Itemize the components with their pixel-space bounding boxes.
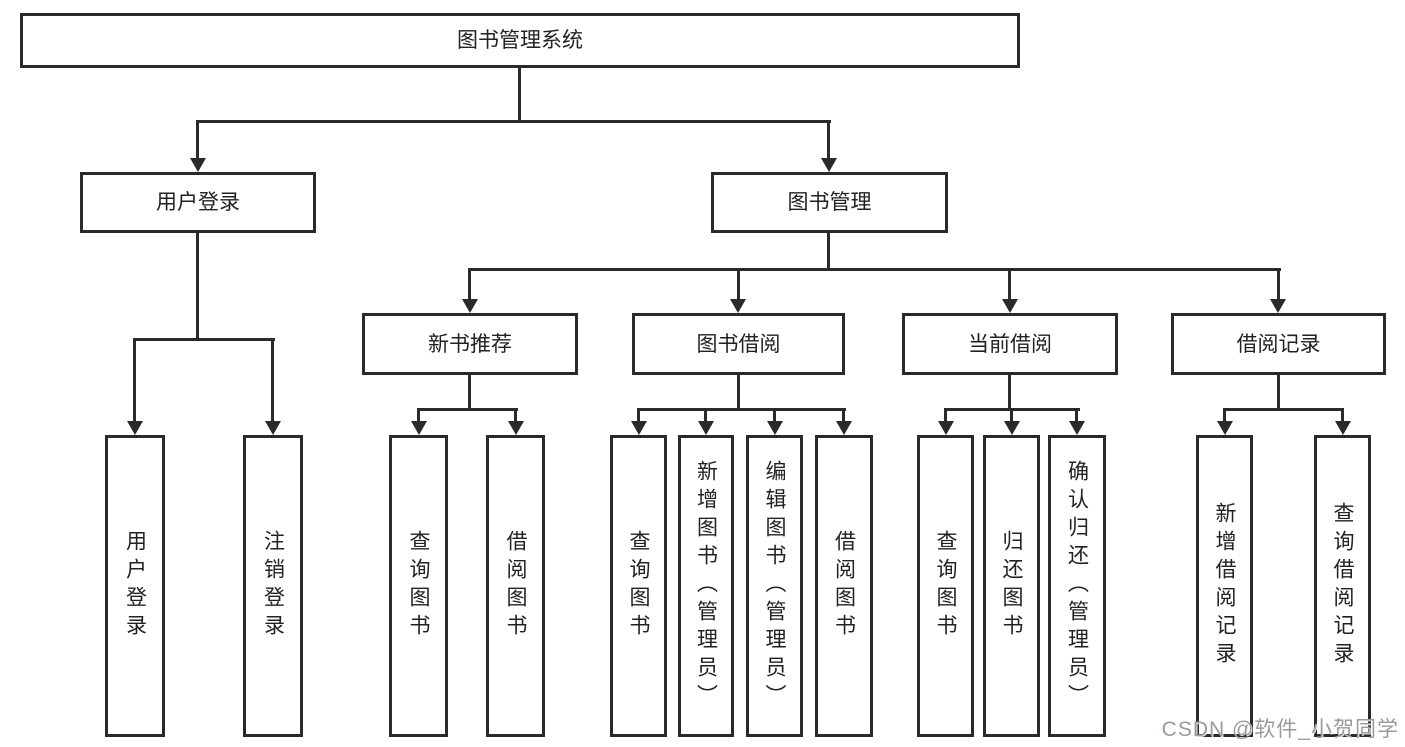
arrowhead-down-icon	[462, 299, 478, 313]
connector-line	[1223, 408, 1226, 423]
leaf-logout: 注销登录	[243, 435, 303, 737]
leaf-br-add-record: 新增借阅记录	[1196, 435, 1253, 737]
connector-line	[944, 408, 947, 423]
arrowhead-down-icon	[821, 158, 837, 172]
leaf-cb-return-book: 归还图书	[983, 435, 1040, 737]
arrowhead-down-icon	[938, 421, 954, 435]
node-new-book-recommend: 新书推荐	[362, 313, 578, 375]
connector-line	[468, 268, 471, 302]
arrowhead-down-icon	[190, 158, 206, 172]
connector-line	[1223, 408, 1344, 411]
node-user-login: 用户登录	[80, 172, 316, 233]
watermark: CSDN @软件_小贺同学	[1161, 718, 1399, 741]
leaf-cb-query-book: 查询图书	[917, 435, 974, 737]
connector-line	[271, 338, 274, 423]
connector-line	[1008, 375, 1011, 411]
connector-line	[1010, 408, 1013, 423]
connector-line	[514, 408, 517, 423]
node-root: 图书管理系统	[20, 13, 1020, 68]
leaf-bb-borrow-book: 借阅图书	[815, 435, 873, 737]
connector-line	[417, 408, 420, 423]
connector-line	[737, 268, 740, 302]
connector-line	[637, 408, 640, 423]
node-borrow-records: 借阅记录	[1171, 313, 1386, 375]
arrowhead-down-icon	[1217, 421, 1233, 435]
arrowhead-down-icon	[1004, 421, 1020, 435]
connector-line	[704, 408, 707, 423]
connector-line	[518, 67, 521, 123]
connector-line	[133, 338, 136, 423]
leaf-bb-query-book: 查询图书	[610, 435, 667, 737]
connector-line	[1277, 375, 1280, 411]
leaf-nbr-query-book: 查询图书	[389, 435, 448, 737]
arrowhead-down-icon	[411, 421, 427, 435]
node-book-borrow: 图书借阅	[632, 313, 845, 375]
node-book-management: 图书管理	[711, 172, 948, 233]
connector-line	[196, 120, 199, 160]
arrowhead-down-icon	[1069, 421, 1085, 435]
connector-line	[827, 120, 830, 160]
leaf-user-login: 用户登录	[105, 435, 165, 737]
arrowhead-down-icon	[730, 299, 746, 313]
connector-line	[1008, 268, 1011, 302]
arrowhead-down-icon	[508, 421, 524, 435]
arrowhead-down-icon	[127, 421, 143, 435]
connector-line	[417, 408, 518, 411]
connector-line	[196, 120, 831, 123]
connector-line	[773, 408, 776, 423]
arrowhead-down-icon	[767, 421, 783, 435]
leaf-cb-confirm-return: 确认归还（管理员）	[1048, 435, 1106, 737]
leaf-nbr-borrow-book: 借阅图书	[486, 435, 545, 737]
connector-line	[133, 338, 275, 341]
leaf-bb-edit-book: 编辑图书（管理员）	[746, 435, 803, 737]
connector-line	[196, 233, 199, 341]
connector-line	[737, 375, 740, 411]
connector-line	[1277, 268, 1280, 302]
connector-line	[827, 233, 830, 271]
arrowhead-down-icon	[1002, 299, 1018, 313]
node-current-borrow: 当前借阅	[902, 313, 1118, 375]
arrowhead-down-icon	[698, 421, 714, 435]
arrowhead-down-icon	[265, 421, 281, 435]
arrowhead-down-icon	[1270, 299, 1286, 313]
connector-line	[842, 408, 845, 423]
leaf-br-query-record: 查询借阅记录	[1314, 435, 1371, 737]
arrowhead-down-icon	[631, 421, 647, 435]
connector-line	[468, 375, 471, 411]
connector-line	[1341, 408, 1344, 423]
leaf-bb-add-book: 新增图书（管理员）	[678, 435, 734, 737]
connector-line	[1075, 408, 1078, 423]
arrowhead-down-icon	[836, 421, 852, 435]
connector-line	[468, 268, 1281, 271]
arrowhead-down-icon	[1335, 421, 1351, 435]
connector-line	[637, 408, 846, 411]
